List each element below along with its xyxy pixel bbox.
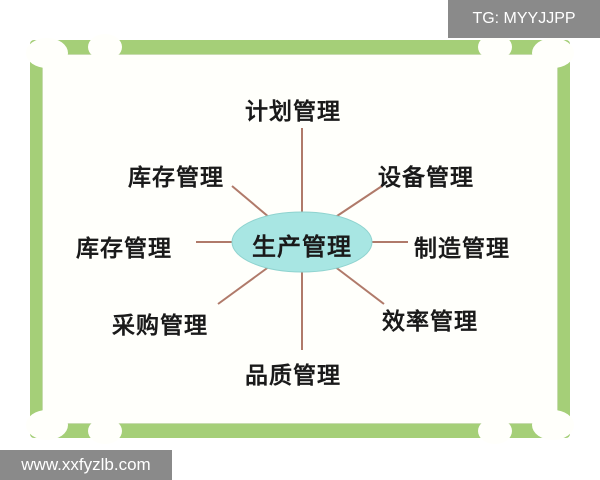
node-right: 制造管理 [414,236,510,262]
connector-upper-right [333,185,383,219]
node-upper-right: 设备管理 [378,165,474,191]
edge-scallop-top-left [88,34,122,60]
node-left: 库存管理 [76,236,172,262]
node-lower-right: 效率管理 [382,309,478,335]
edge-scallop-top-right [478,34,512,60]
center-node-ellipse [231,211,373,273]
corner-scallop-bottom-left [26,410,68,440]
corner-scallop-top-right [532,38,574,68]
watermark-bottom-left: www.xxfyzlb.com [0,450,172,480]
center-node-label: 生产管理 [252,233,352,261]
corner-scallop-bottom-right [532,410,574,440]
watermark-top-right: TG: MYYJJPP [448,0,600,38]
connector-lower-left [217,265,271,305]
edge-scallop-bottom-left [88,418,122,444]
connector-lower-right [333,265,385,305]
node-bottom: 品质管理 [245,363,341,389]
connector-upper-left [231,185,271,219]
node-top: 计划管理 [245,99,341,125]
edge-scallop-bottom-right [478,418,512,444]
node-lower-left: 采购管理 [112,313,208,339]
corner-scallop-top-left [26,38,68,68]
node-upper-left: 库存管理 [128,165,224,191]
